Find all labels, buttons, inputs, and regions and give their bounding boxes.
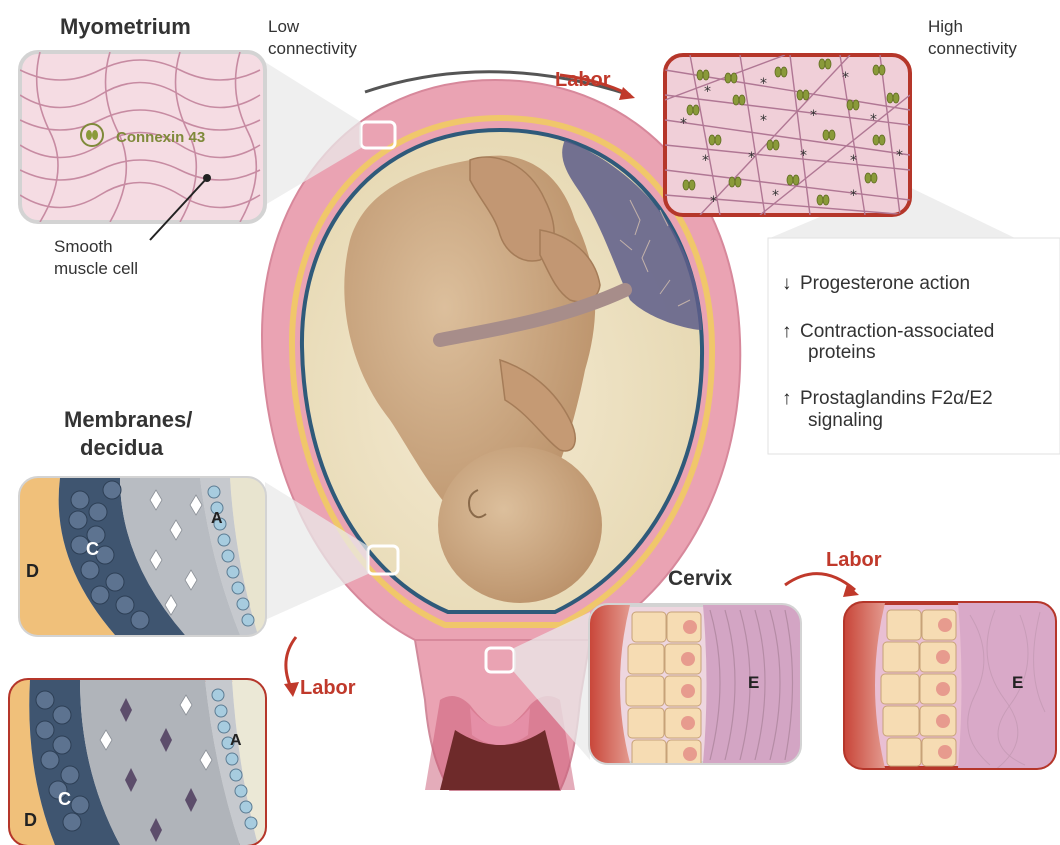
svg-text:*: *: [704, 84, 711, 100]
myometrium-inset: [20, 52, 265, 240]
smooth-muscle-label-1: Smooth: [54, 237, 113, 256]
high-connectivity-label-2: connectivity: [928, 39, 1017, 58]
cervix-title: Cervix: [668, 567, 733, 590]
svg-text:*: *: [680, 116, 687, 132]
labor-label-top: Labor: [555, 69, 611, 91]
labor-label-left: Labor: [300, 677, 356, 699]
svg-text:*: *: [772, 188, 779, 204]
layer-c-label-labor: C: [58, 789, 71, 809]
smooth-muscle-label-2: muscle cell: [54, 259, 138, 278]
callout-item-progesterone: Progesterone action: [800, 273, 970, 294]
svg-text:*: *: [702, 153, 709, 169]
layer-d-label-before: D: [26, 561, 39, 581]
svg-text:*: *: [760, 76, 767, 92]
layer-e-label-labor: E: [1012, 673, 1023, 692]
cervix-inset-labor: [845, 603, 1055, 770]
high-connectivity-label-1: High: [928, 17, 963, 36]
myometrium-title: Myometrium: [60, 14, 191, 39]
layer-a-label-labor: A: [230, 732, 242, 749]
membranes-inset-before: [20, 478, 265, 635]
callout-item-prostaglandins: Prostaglandins F2α/E2: [800, 388, 993, 409]
svg-text:*: *: [896, 148, 903, 164]
cervix-inset-before: [590, 605, 800, 768]
svg-text:*: *: [748, 150, 755, 166]
callout-item-contraction-2: proteins: [808, 342, 876, 363]
svg-text:*: *: [800, 148, 807, 164]
svg-text:*: *: [850, 188, 857, 204]
callout-item-prostaglandins-2: signaling: [808, 410, 883, 431]
svg-text:*: *: [870, 112, 877, 128]
labor-arrow-cervix: [785, 574, 855, 590]
high-connectivity-inset: * * * * * * * * * * * * * * *: [665, 55, 910, 215]
svg-text:*: *: [842, 70, 849, 86]
arrow-down-glyph: ↓: [782, 273, 792, 294]
layer-e-label-before: E: [748, 673, 759, 692]
connexin-label: Connexin 43: [116, 129, 205, 146]
low-connectivity-label-2: connectivity: [268, 39, 357, 58]
layer-d-label-labor: D: [24, 810, 37, 830]
svg-text:*: *: [850, 153, 857, 169]
layer-c-label-before: C: [86, 539, 99, 559]
svg-text:*: *: [760, 113, 767, 129]
svg-text:*: *: [810, 108, 817, 124]
labor-arrow-left: [286, 637, 296, 690]
membranes-title-1: Membranes/: [64, 407, 192, 432]
arrow-up-glyph-2: ↑: [782, 388, 792, 409]
membranes-inset-labor: [10, 680, 265, 845]
labor-label-cervix: Labor: [826, 549, 882, 571]
svg-text:*: *: [710, 194, 717, 210]
low-connectivity-label-1: Low: [268, 17, 300, 36]
membranes-title-2: decidua: [80, 435, 164, 460]
arrow-up-glyph-1: ↑: [782, 321, 792, 342]
layer-a-label-before: A: [211, 510, 223, 527]
callout-item-contraction: Contraction-associated: [800, 321, 994, 342]
